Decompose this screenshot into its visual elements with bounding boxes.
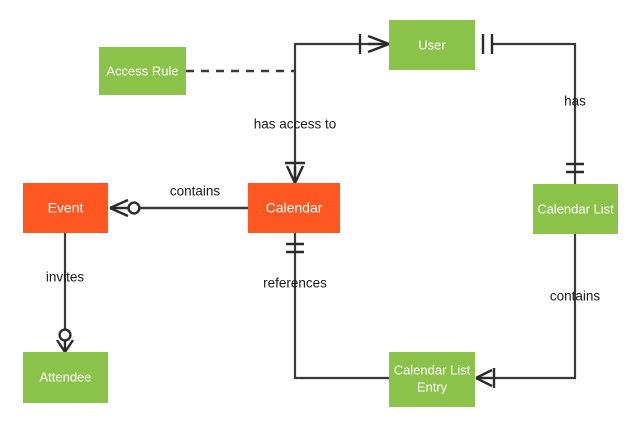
relationship-label-contains-entry: contains <box>550 289 601 304</box>
marker-calendar-list-exactly-one <box>566 162 584 174</box>
edge-contains-entry <box>492 234 577 380</box>
edge-has <box>492 42 577 184</box>
entity-access-rule-label: Access Rule <box>106 63 178 78</box>
edge-references <box>293 233 389 380</box>
relationship-label-invites: invites <box>46 270 85 285</box>
cardinality-marker-layer <box>56 34 584 388</box>
entity-calendar-list-box[interactable] <box>533 184 618 234</box>
marker-calendar-one-or-many <box>285 161 305 184</box>
entity-calendar-label: Calendar <box>266 200 323 216</box>
entity-event[interactable]: Event <box>23 183 108 233</box>
entity-user-label: User <box>418 37 446 52</box>
marker-calendar-list-entry-one-or-many <box>475 368 496 388</box>
entity-event-box[interactable] <box>23 183 108 233</box>
entity-calendar-list-entry-label-line1: Calendar List <box>394 362 471 377</box>
entity-calendar-box[interactable] <box>248 183 340 233</box>
entity-calendar-list-entry-label-line2: Entry <box>417 379 448 394</box>
relationship-label-has: has <box>564 94 586 109</box>
marker-event-zero-or-many <box>109 198 141 218</box>
marker-user-exactly-one <box>481 34 494 54</box>
entity-user[interactable]: User <box>389 20 475 70</box>
marker-calendar-exactly-one <box>286 242 304 254</box>
entity-attendee-box[interactable] <box>23 352 108 403</box>
marker-attendee-zero-or-many <box>56 328 74 353</box>
relationship-label-has-access-to: has access to <box>254 117 337 132</box>
edge-layer <box>63 42 577 380</box>
relationship-label-layer: has access to contains invites reference… <box>46 94 601 304</box>
entity-calendar-list-label: Calendar List <box>537 201 614 216</box>
relationship-label-references: references <box>263 276 327 291</box>
entity-calendar-list[interactable]: Calendar List <box>533 184 618 234</box>
edge-has-access-to <box>293 42 372 183</box>
entity-calendar-list-entry[interactable]: Calendar List Entry <box>389 352 475 407</box>
entity-calendar[interactable]: Calendar <box>248 183 340 233</box>
entity-attendee[interactable]: Attendee <box>23 352 108 403</box>
entity-calendar-list-entry-box[interactable] <box>389 352 475 407</box>
entity-access-rule[interactable]: Access Rule <box>99 47 186 95</box>
entity-attendee-label: Attendee <box>39 369 91 384</box>
relationship-label-contains-event: contains <box>170 184 221 199</box>
marker-user-one-or-many <box>358 34 390 54</box>
entity-user-box[interactable] <box>389 20 475 70</box>
entity-event-label: Event <box>48 200 84 216</box>
entity-access-rule-box[interactable] <box>99 47 186 95</box>
